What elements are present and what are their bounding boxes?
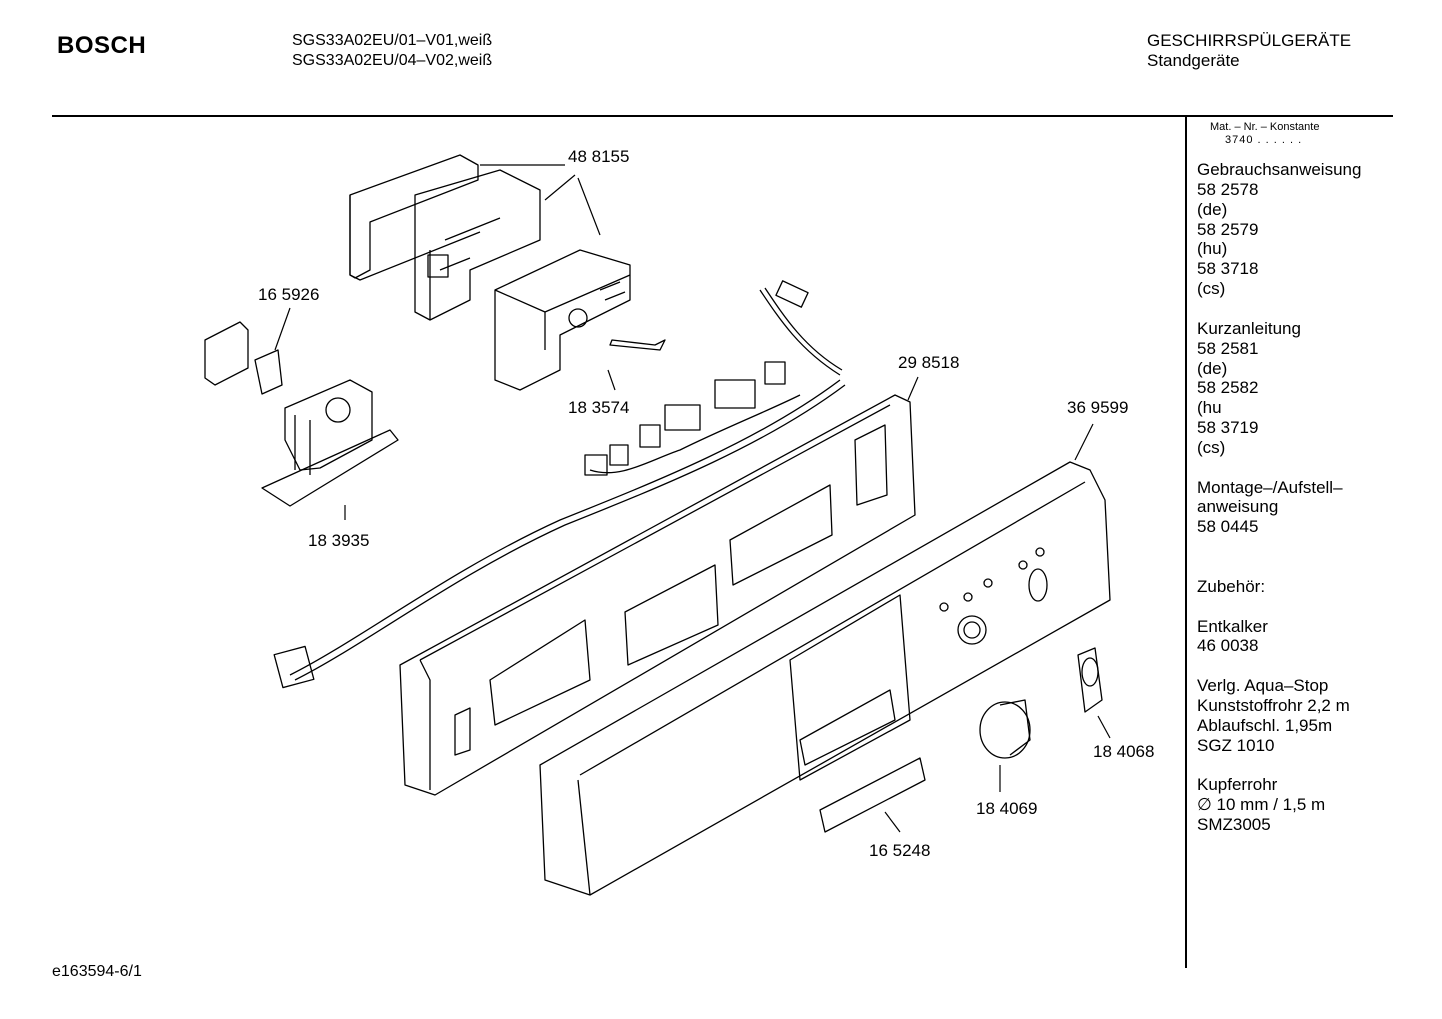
brand-logo: BOSCH bbox=[57, 32, 147, 59]
part-label: 48 8155 bbox=[568, 147, 630, 166]
sidebar-line: 58 2582 bbox=[1197, 378, 1259, 398]
sidebar-line: 46 0038 bbox=[1197, 636, 1259, 656]
sidebar-line: SMZ3005 bbox=[1197, 815, 1271, 835]
sidebar-line: (hu) bbox=[1197, 239, 1228, 259]
sidebar-line: ∅ 10 mm / 1,5 m bbox=[1197, 795, 1326, 815]
sidebar-line: Kupferrohr bbox=[1197, 775, 1278, 795]
part-label: 18 3935 bbox=[308, 531, 370, 550]
sidebar-divider bbox=[1185, 116, 1187, 968]
konstante-label: Mat. – Nr. – Konstante bbox=[1210, 121, 1320, 133]
sidebar-line: (de) bbox=[1197, 199, 1228, 219]
sidebar-line: 58 3718 bbox=[1197, 259, 1259, 279]
sidebar-line: Verlg. Aqua–Stop bbox=[1197, 676, 1329, 696]
part-label: 29 8518 bbox=[898, 353, 960, 372]
sidebar-line: Kunststoffrohr 2,2 m bbox=[1197, 695, 1350, 715]
header-divider bbox=[52, 115, 1393, 117]
control-panel-frame bbox=[399, 394, 916, 796]
category-title: GESCHIRRSPÜLGERÄTE bbox=[1147, 31, 1352, 50]
sidebar-line: Kurzanleitung bbox=[1197, 318, 1301, 338]
leader-lines bbox=[274, 164, 1111, 833]
category-subtitle: Standgeräte bbox=[1147, 51, 1240, 70]
sidebar-line: 58 2581 bbox=[1197, 338, 1259, 358]
sidebar-line: Montage–/Aufstell– bbox=[1197, 477, 1343, 497]
sidebar-line: Entkalker bbox=[1197, 616, 1268, 636]
mounting-bracket bbox=[261, 379, 399, 507]
sidebar-line: 58 2579 bbox=[1197, 219, 1259, 239]
part-label: 16 5248 bbox=[869, 841, 931, 860]
sidebar-line: Ablaufschl. 1,95m bbox=[1197, 715, 1333, 735]
cable-harness bbox=[273, 280, 846, 689]
sidebar-line: (cs) bbox=[1197, 279, 1226, 299]
sidebar-line: 58 3719 bbox=[1197, 418, 1259, 438]
sidebar-line: (de) bbox=[1197, 358, 1228, 378]
sidebar-line: 58 0445 bbox=[1197, 517, 1259, 537]
part-label: 16 5926 bbox=[258, 285, 320, 304]
model-line-2: SGS33A02EU/04–V02,weiß bbox=[292, 52, 493, 69]
document-code: e163594-6/1 bbox=[52, 963, 142, 980]
part-label: 18 4068 bbox=[1093, 742, 1155, 761]
program-knob bbox=[979, 699, 1031, 759]
sidebar-line: 58 2578 bbox=[1197, 179, 1259, 199]
retaining-clip bbox=[204, 321, 283, 395]
door-handle-strip bbox=[819, 757, 926, 833]
button-insert-dome bbox=[1081, 657, 1099, 687]
sidebar-line: SGZ 1010 bbox=[1197, 735, 1275, 755]
sidebar-line: Gebrauchsanweisung bbox=[1197, 160, 1362, 179]
sidebar-line: (cs) bbox=[1197, 437, 1226, 457]
konstante-value: 3740 . . . . . . bbox=[1225, 134, 1303, 146]
part-label: 18 3574 bbox=[568, 398, 630, 417]
control-housing bbox=[349, 154, 631, 391]
part-label: 18 4069 bbox=[976, 799, 1038, 818]
sidebar-line: Zubehör: bbox=[1197, 576, 1266, 596]
part-label: 36 9599 bbox=[1067, 398, 1129, 417]
connector-pin bbox=[609, 339, 666, 351]
sidebar-line: (hu bbox=[1197, 398, 1222, 418]
front-fascia bbox=[539, 461, 1111, 896]
button-insert bbox=[1077, 647, 1103, 713]
model-line-1: SGS33A02EU/01–V01,weiß bbox=[292, 32, 493, 49]
sidebar-line: anweisung bbox=[1197, 497, 1279, 517]
